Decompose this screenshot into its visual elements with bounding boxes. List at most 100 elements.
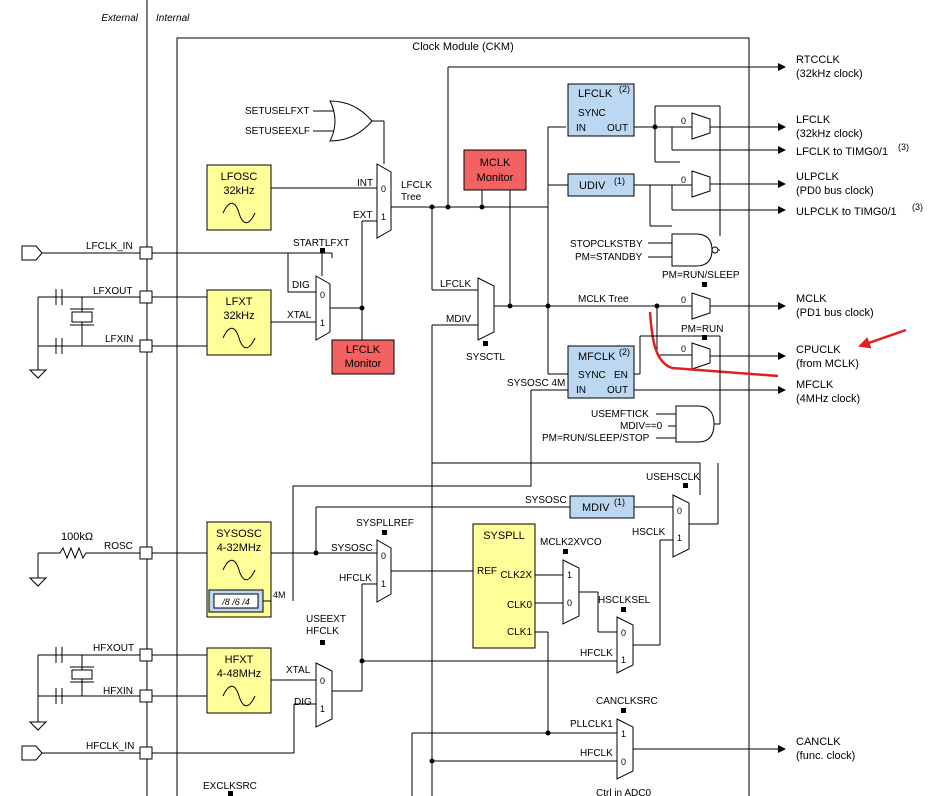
- resistor-icon: [38, 546, 140, 560]
- mclk2xvco-label: MCLK2XVCO: [540, 537, 602, 548]
- syspll-ref-mux: [376, 539, 392, 603]
- svg-text:1: 1: [621, 655, 626, 665]
- svg-text:REF: REF: [477, 566, 497, 577]
- svg-text:0: 0: [381, 551, 386, 561]
- sysosc-signal-label: SYSOSC: [525, 495, 567, 506]
- dig-label: DIG: [292, 280, 310, 291]
- hf-dig-label: DIG: [294, 697, 312, 708]
- lfclk-out-gate: [691, 112, 711, 140]
- svg-text:OUT: OUT: [607, 385, 628, 396]
- svg-text:0: 0: [381, 184, 386, 194]
- out-mclk: MCLK: [796, 293, 827, 305]
- pin-rosc-label: ROSC: [104, 541, 133, 552]
- svg-text:(1): (1): [614, 176, 625, 186]
- svg-text:(2): (2): [619, 347, 630, 357]
- canclksrc-label: CANCLKSRC: [596, 696, 658, 707]
- mdiv-label: MDIV: [446, 314, 471, 325]
- svg-text:HFXT: HFXT: [225, 654, 254, 666]
- mclk-out-gate: [691, 292, 711, 320]
- exclksrc-label: EXCLKSRC: [203, 781, 257, 792]
- crystal-icon: [71, 311, 93, 323]
- pin-hfclk-in: [139, 746, 153, 760]
- svg-text:0: 0: [681, 295, 686, 305]
- sine-wave-icon: [222, 559, 256, 581]
- crystal-icon: [71, 669, 93, 680]
- out-ulpclk-timg: ULPCLK to TIMG0/1: [796, 206, 897, 218]
- svg-text:OUT: OUT: [607, 123, 628, 134]
- annotation-arrow-icon: [858, 328, 907, 349]
- hf-xtal-label: XTAL: [286, 665, 311, 676]
- resistor-label: 100kΩ: [61, 531, 93, 543]
- svg-text:(PD1 bus clock): (PD1 bus clock): [796, 307, 874, 319]
- svg-text:(32kHz clock): (32kHz clock): [796, 128, 863, 140]
- ground-icon: [28, 721, 48, 731]
- svg-text:Monitor: Monitor: [345, 358, 382, 370]
- hfclk-to-can-label: HFCLK: [580, 748, 613, 759]
- useext-label: USEEXT: [306, 614, 346, 625]
- svg-text:LFXT: LFXT: [226, 296, 253, 308]
- svg-text:0: 0: [681, 116, 686, 126]
- startlfxt-label: STARTLFXT: [293, 238, 349, 249]
- out-lfclk-timg: LFCLK to TIMG0/1: [796, 146, 888, 158]
- svg-text:SYNC: SYNC: [578, 370, 606, 381]
- pm-standby-label: PM=STANDBY: [575, 252, 643, 263]
- svg-text:UDIV: UDIV: [579, 180, 606, 192]
- svg-text:4-32MHz: 4-32MHz: [217, 542, 262, 554]
- pin-lfclk-in: [139, 246, 153, 260]
- ground-icon: [28, 577, 48, 587]
- svg-text:(2): (2): [619, 84, 630, 94]
- lfclk-tree-label: LFCLK: [401, 180, 432, 191]
- pin-lfxout: [139, 290, 153, 304]
- svg-text:(func. clock): (func. clock): [796, 750, 855, 762]
- mdiv-eq0-label: MDIV==0: [620, 421, 663, 432]
- svg-text:EN: EN: [614, 370, 628, 381]
- hfxt-block: [206, 647, 272, 714]
- annotation-underline: [648, 311, 779, 378]
- svg-text:(4MHz clock): (4MHz clock): [796, 393, 860, 405]
- hsclk-select-mux: [672, 494, 690, 558]
- syspllref-label: SYSPLLREF: [356, 518, 414, 529]
- svg-text:1: 1: [381, 212, 386, 222]
- svg-text:1: 1: [621, 729, 626, 739]
- ext-label: EXT: [353, 210, 372, 221]
- svg-text:0: 0: [681, 175, 686, 185]
- pin-lfxin: [139, 339, 153, 353]
- pin-hfxout-label: HFXOUT: [93, 643, 134, 654]
- out-cpuclk: CPUCLK: [796, 344, 841, 356]
- svg-text:CLK1: CLK1: [507, 627, 532, 638]
- svg-text:0: 0: [320, 290, 325, 300]
- svg-text:(32kHz clock): (32kHz clock): [796, 68, 863, 80]
- lfclk-gate-block: [567, 83, 635, 137]
- syspll-block: [472, 523, 536, 649]
- svg-text:IN: IN: [576, 385, 586, 396]
- pin-lfxout-label: LFXOUT: [93, 286, 132, 297]
- lfclk-label: LFCLK: [440, 279, 471, 290]
- svg-text:0: 0: [677, 506, 682, 516]
- svg-text:LFOSC: LFOSC: [221, 171, 258, 183]
- sysctl-mclk-mux: [477, 277, 495, 341]
- svg-text:SYSOSC: SYSOSC: [216, 528, 262, 540]
- svg-text:Tree: Tree: [401, 192, 422, 203]
- clock-module-box: [176, 37, 750, 796]
- svg-text:0: 0: [621, 757, 626, 767]
- pm-run-sleep-label: PM=RUN/SLEEP: [662, 270, 740, 281]
- svg-text:0: 0: [681, 344, 686, 354]
- ctrl-adc0-label: Ctrl in ADC0: [596, 788, 651, 796]
- pin-hfclk-in-label: HFCLK_IN: [86, 741, 134, 752]
- svg-text:1: 1: [567, 570, 572, 580]
- pin-lfclk-in-label: LFCLK_IN: [86, 241, 133, 252]
- xtal-label: XTAL: [287, 310, 312, 321]
- pin-hfxout: [139, 648, 153, 662]
- pin-hfxin: [139, 689, 153, 703]
- svg-text:0: 0: [621, 628, 626, 638]
- hsclksel-label: HSCLKSEL: [598, 595, 651, 606]
- svg-text:1: 1: [320, 704, 325, 714]
- svg-text:1: 1: [381, 579, 386, 589]
- svg-text:IN: IN: [576, 123, 586, 134]
- hsclk-label: HSCLK: [632, 527, 666, 538]
- ulpclk-out-gate: [691, 170, 711, 198]
- and-gate-icon: [671, 233, 713, 267]
- out-lfclk: LFCLK: [796, 114, 831, 126]
- out-mfclk: MFCLK: [796, 379, 834, 391]
- svg-text:SYSPLL: SYSPLL: [483, 530, 525, 542]
